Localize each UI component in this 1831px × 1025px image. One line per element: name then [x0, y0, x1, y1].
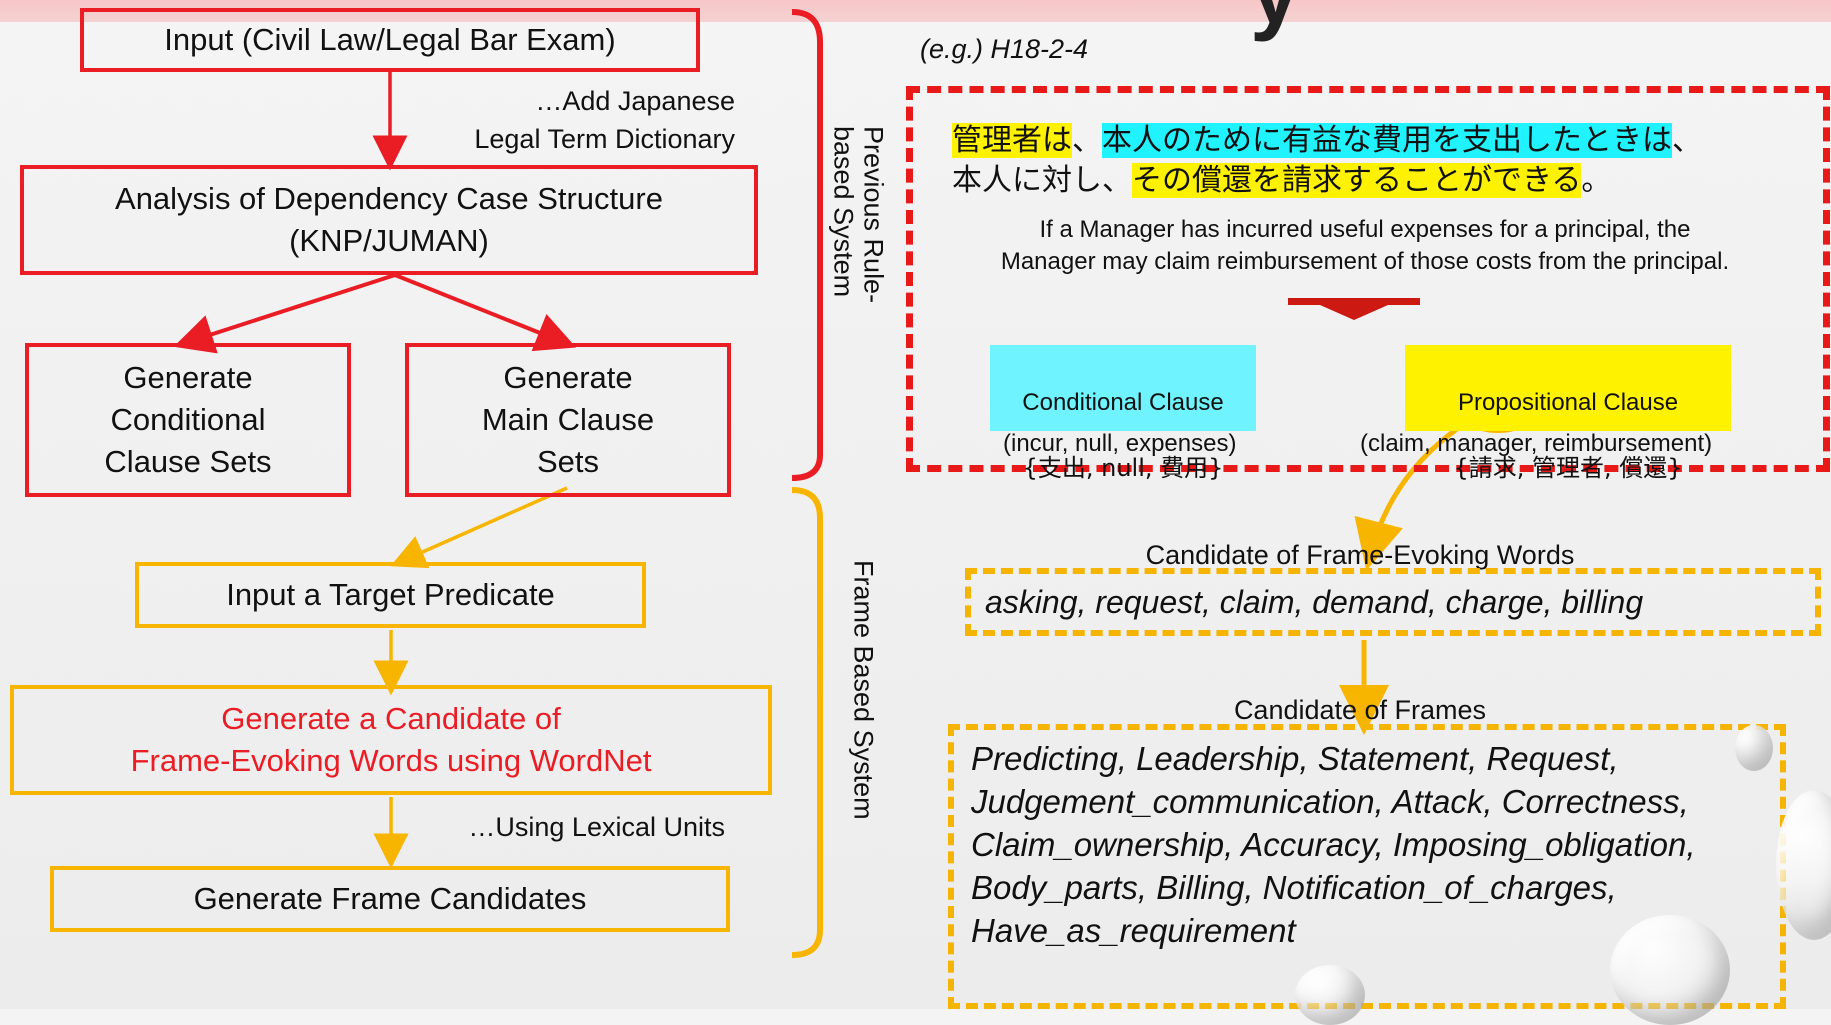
lexical-units-note: …Using Lexical Units [468, 812, 725, 842]
water-drop-decoration-small [1735, 725, 1773, 771]
top-banner-band [0, 0, 1831, 22]
frame-evoking-box [965, 568, 1821, 636]
conditional-clause-set: {支出, null, 費用} [1022, 454, 1224, 483]
jp-sentence-line-1: 管理者は、本人のために有益な費用を支出したときは、 [952, 121, 1702, 162]
conditional-clause-title: Conditional Clause [1022, 389, 1224, 417]
frame-candidates-box: Generate Frame Candidates [50, 866, 730, 932]
jp-principal-phrase: 本人に対し、 [952, 163, 1132, 198]
cropped-title-fragment: y [1250, 0, 1300, 45]
jp-comma-2: 、 [1672, 123, 1702, 158]
propositional-clause-box: Propositional Clause {請求, 管理者, 償還} [1405, 345, 1731, 482]
yellow-connector-to-words [1354, 417, 1472, 571]
english-translation: If a Manager has incurred useful expense… [1000, 216, 1730, 275]
main-clause-sets-box: Generate Main Clause Sets [405, 343, 731, 497]
example-id-label: (e.g.) H18-2-4 [920, 34, 1089, 64]
rule-based-label: Previous Rule- based System [828, 126, 889, 304]
main-clause-sets-label: Generate Main Clause Sets [481, 360, 655, 479]
jp-period: 。 [1581, 163, 1612, 198]
jp-comma-1: 、 [1072, 123, 1102, 158]
jp-condition-phrase: 本人のために有益な費用を支出したときは [1102, 123, 1672, 158]
water-drop-decoration-bottom-1 [1295, 965, 1365, 1025]
target-predicate-label: Input a Target Predicate [226, 577, 555, 613]
analysis-label: Analysis of Dependency Case Structure (K… [115, 181, 663, 258]
jp-claim-phrase: その償還を請求することができる [1132, 163, 1582, 198]
propositional-clause-gloss: (claim, manager, reimbursement) [1360, 430, 1713, 457]
water-drop-decoration-large [1776, 790, 1831, 940]
down-arrow-shape [1288, 298, 1420, 320]
dictionary-note: …Add Japanese Legal Term Dictionary [474, 86, 735, 155]
bracket-rule-based [791, 9, 823, 481]
jp-manager-subject: 管理者は [952, 123, 1072, 158]
conditional-clause-box: Conditional Clause {支出, null, 費用} [990, 345, 1256, 482]
propositional-clause-set: {請求, 管理者, 償還} [1453, 454, 1683, 483]
frame-evoking-words: asking, request, claim, demand, charge, … [985, 584, 1644, 620]
flow-arrow-analysis-to-conditional [173, 273, 396, 354]
propositional-clause-title: Propositional Clause [1457, 389, 1679, 417]
candidate-words-label: Generate a Candidate of Frame-Evoking Wo… [130, 701, 652, 778]
target-predicate-box: Input a Target Predicate [135, 562, 646, 628]
bracket-frame-based [791, 487, 823, 958]
jp-sentence-line-2: 本人に対し、その償還を請求することができる。 [952, 161, 1611, 202]
frame-candidates-label: Generate Frame Candidates [193, 881, 587, 917]
frame-evoking-caption: Candidate of Frame-Evoking Words [1145, 540, 1575, 570]
input-box: Input (Civil Law/Legal Bar Exam) [80, 8, 700, 72]
frame-based-label: Frame Based System [848, 560, 879, 820]
flow-arrow-main-to-target [390, 486, 568, 569]
frames-list: Predicting, Leadership, Statement, Reque… [971, 740, 1696, 949]
example-box [906, 86, 1830, 472]
analysis-box: Analysis of Dependency Case Structure (K… [20, 165, 758, 275]
input-label: Input (Civil Law/Legal Bar Exam) [164, 22, 616, 58]
flow-arrow-analysis-to-main [394, 273, 577, 352]
conditional-sets-label: Generate Conditional Clause Sets [104, 360, 272, 479]
water-drop-decoration-bottom-2 [1610, 915, 1730, 1025]
frames-caption: Candidate of Frames [1233, 695, 1487, 725]
candidate-words-box: Generate a Candidate of Frame-Evoking Wo… [10, 685, 772, 795]
conditional-clause-gloss: (incur, null, expenses) [1003, 430, 1237, 457]
conditional-sets-box: Generate Conditional Clause Sets [25, 343, 351, 497]
